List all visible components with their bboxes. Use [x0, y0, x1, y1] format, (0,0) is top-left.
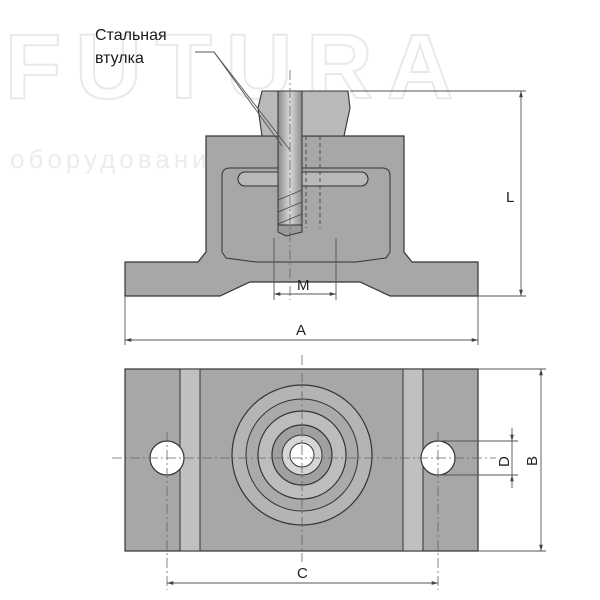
label-b: B — [524, 456, 541, 466]
inner-cavity — [221, 167, 391, 263]
label-c: C — [297, 565, 308, 582]
callout-line2: втулка — [95, 50, 144, 67]
top-cap — [257, 90, 351, 137]
label-a: A — [296, 322, 306, 339]
front-view: L M A — [124, 70, 526, 345]
watermark-brand: FUTURA — [5, 16, 467, 118]
label-m: M — [297, 277, 310, 294]
label-d: D — [496, 456, 513, 467]
steel-bushing-callout: Стальная втулка — [95, 27, 291, 151]
top-view: D B C — [112, 355, 546, 590]
slot — [237, 171, 369, 187]
label-l: L — [506, 189, 514, 206]
rib-right — [402, 368, 424, 552]
callout-line1: Стальная — [95, 27, 167, 44]
